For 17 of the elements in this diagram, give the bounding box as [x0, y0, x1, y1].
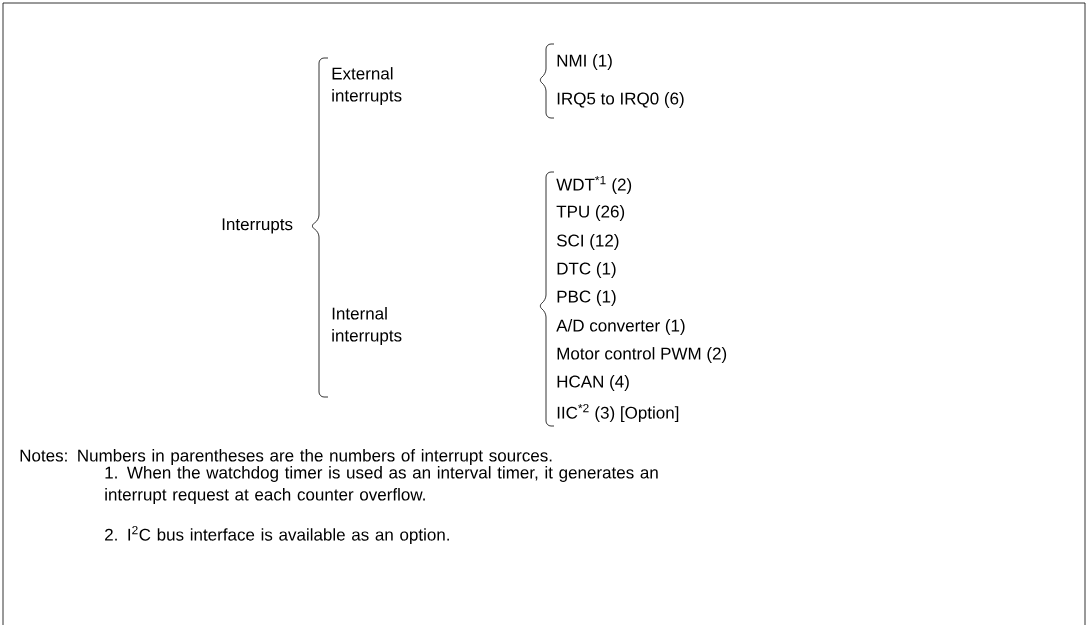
list-item: TPU (26): [556, 205, 625, 221]
list-item: A/D converter (1): [556, 319, 685, 335]
list-item: Internal interrupts: [332, 307, 402, 345]
list-item: HCAN (4): [557, 375, 629, 391]
list-item: DTC (1): [557, 262, 616, 278]
list-item: IRQ5 to IRQ0 (6): [557, 92, 684, 108]
list-item: External interrupts: [332, 67, 402, 105]
note-text: 1. When the watchdog timer is used as an interval timer, it generates an interrupt request at each counter overflow.: [105, 466, 658, 504]
list-item: NMI (1): [557, 54, 612, 70]
list-item: Motor control PWM (2): [557, 347, 727, 363]
list-item: SCI (12): [557, 234, 619, 250]
list-item: PBC (1): [557, 290, 616, 306]
list-item: WDT$^{*1}$ (2): [556, 176, 632, 194]
note-text: Notes: Numbers in parentheses are the numbers of interrupt sources.: [20, 449, 552, 465]
list-item: Interrupts: [222, 218, 293, 234]
list-item: IIC$^{*2}$ (3) [Option]: [557, 403, 679, 423]
note-text: 2. I$^{2}$C bus interface is available as an option.: [105, 525, 449, 545]
